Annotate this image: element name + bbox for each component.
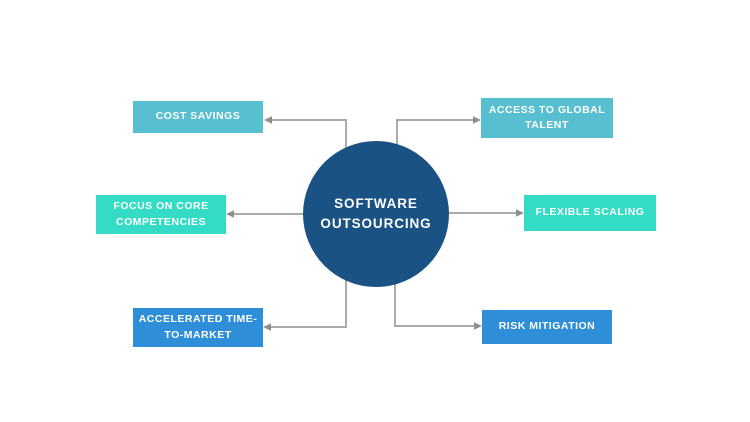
connector-arrowheads-group: [226, 116, 524, 331]
arrowhead-bottom-right: [474, 322, 482, 330]
node-accelerated-time-to-market-label: ACCELERATED TIME- TO-MARKET: [138, 313, 258, 341]
arrowhead-top-left: [264, 116, 272, 124]
node-risk-mitigation-label: RISK MITIGATION: [498, 320, 596, 333]
center-node-software-outsourcing[interactable]: SOFTWARE OUTSOURCING: [303, 141, 449, 287]
arrowhead-middle-left: [226, 210, 234, 218]
node-risk-mitigation[interactable]: RISK MITIGATION: [482, 310, 612, 344]
node-cost-savings-label: COST SAVINGS: [155, 110, 241, 123]
node-accelerated-time-to-market[interactable]: ACCELERATED TIME- TO-MARKET: [133, 308, 263, 347]
arrowhead-top-right: [473, 116, 481, 124]
node-cost-savings[interactable]: COST SAVINGS: [133, 101, 263, 133]
node-flexible-scaling-label: FLEXIBLE SCALING: [535, 206, 645, 219]
arrowhead-middle-right: [516, 209, 524, 217]
node-flexible-scaling[interactable]: FLEXIBLE SCALING: [524, 195, 656, 231]
node-access-to-global-talent[interactable]: ACCESS TO GLOBAL TALENT: [481, 98, 613, 138]
node-focus-on-core-competencies-label: FOCUS ON CORE COMPETENCIES: [113, 200, 209, 228]
node-access-to-global-talent-label: ACCESS TO GLOBAL TALENT: [488, 103, 606, 131]
center-node-label: SOFTWARE OUTSOURCING: [320, 195, 432, 231]
node-focus-on-core-competencies[interactable]: FOCUS ON CORE COMPETENCIES: [96, 195, 226, 234]
arrowhead-bottom-left: [263, 323, 271, 331]
